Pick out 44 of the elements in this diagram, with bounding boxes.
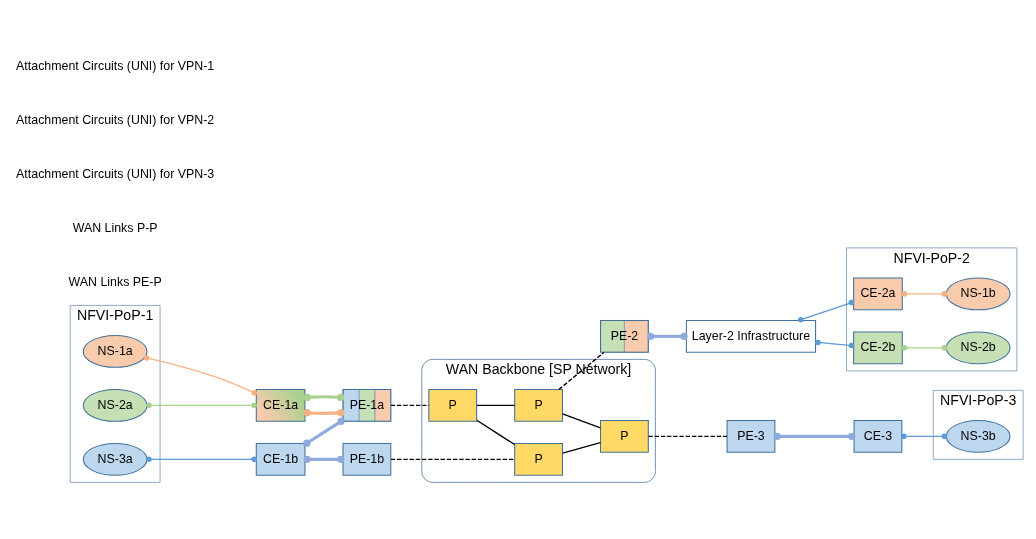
node-ellipse: NS-3b	[945, 419, 1011, 453]
connector	[647, 435, 728, 437]
node-ellipse: NS-2a	[82, 388, 148, 422]
legend-label: Attachment Circuits (UNI) for VPN-3	[16, 166, 215, 181]
node-box: P	[428, 388, 478, 422]
node-box: P	[600, 419, 649, 453]
connector	[558, 351, 605, 390]
connector	[146, 456, 257, 462]
node-box: CE-1b	[255, 442, 306, 476]
node-ellipse: NS-1b	[945, 276, 1011, 310]
node-ellipse: NS-2b	[945, 330, 1011, 364]
legend-label: WAN Links PE-P	[68, 274, 162, 289]
connector	[901, 433, 948, 439]
node-box: Layer-2 Infrastructure	[685, 319, 817, 353]
node-box: PE-1b	[342, 442, 392, 476]
legend-label: WAN Links P-P	[72, 220, 158, 235]
connector	[646, 332, 688, 340]
node-box: P	[514, 442, 563, 476]
connector	[143, 354, 258, 396]
connector	[303, 393, 345, 401]
connector	[901, 344, 948, 351]
connector	[815, 339, 855, 348]
connector	[476, 419, 516, 445]
connector	[562, 441, 602, 454]
connector	[303, 408, 345, 416]
connector	[303, 455, 345, 463]
legend-label: Attachment Circuits (UNI) for VPN-1	[16, 58, 215, 73]
connector	[798, 299, 855, 323]
connector	[562, 412, 602, 428]
node-box: CE-1a	[255, 388, 306, 422]
node-box: CE-2b	[853, 330, 903, 364]
legend-label: Attachment Circuits (UNI) for VPN-2	[16, 112, 215, 127]
node-box: P	[514, 388, 563, 422]
connector	[390, 404, 430, 406]
connector	[146, 402, 257, 408]
connector	[773, 432, 856, 440]
node-box: CE-2a	[853, 276, 903, 310]
connector	[303, 417, 345, 447]
node-box: PE-3	[726, 419, 776, 453]
node-box: CE-3	[853, 419, 903, 453]
node-ellipse: NS-3a	[82, 442, 148, 476]
connector	[901, 290, 948, 297]
connector	[476, 404, 516, 406]
connector	[390, 458, 516, 460]
